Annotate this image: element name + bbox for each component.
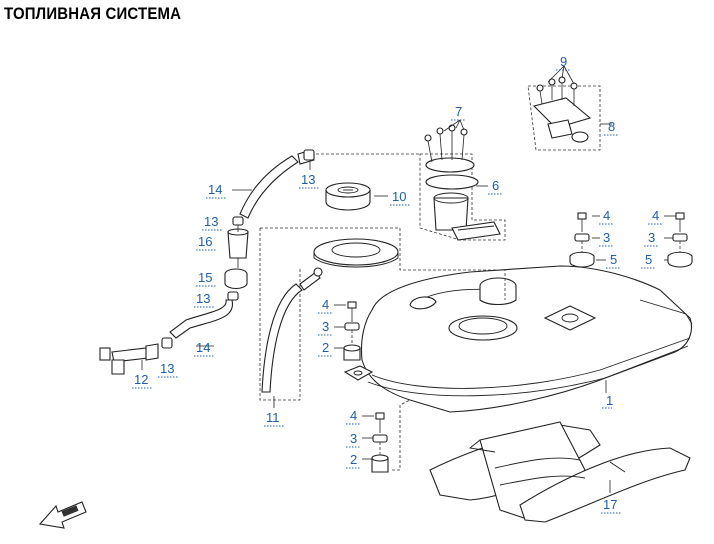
callout-3: 3 [322, 319, 329, 334]
filler-neck-ring[interactable] [313, 238, 399, 268]
callout-14: 14 [208, 182, 222, 197]
callout-9: 9 [560, 54, 567, 69]
mount-set-right-b[interactable] [667, 212, 693, 268]
callout-13: 13 [196, 291, 210, 306]
callout-12: 12 [134, 372, 148, 387]
callout-16: 16 [198, 234, 212, 249]
mount-set-left-upper[interactable] [343, 301, 361, 361]
callout-2: 2 [350, 452, 357, 467]
callout-labels: 1 2 2 3 3 3 3 4 4 4 4 5 5 6 7 8 9 10 [132, 54, 662, 514]
fuel-pump-assembly[interactable] [419, 153, 506, 241]
callout-5: 5 [610, 252, 617, 267]
pump-bolts[interactable] [424, 124, 468, 163]
callout-7: 7 [455, 104, 462, 119]
skid-plate[interactable] [429, 421, 691, 523]
callout-13: 13 [301, 172, 315, 187]
sensor-screws[interactable] [536, 76, 578, 106]
hose-clip-filter-top[interactable] [232, 216, 244, 226]
mount-set-right-a[interactable] [569, 212, 595, 268]
callout-2: 2 [322, 340, 329, 355]
hose-clip-bottom[interactable] [161, 337, 173, 349]
vent-hose[interactable] [261, 267, 323, 393]
fuel-hose-lower[interactable] [169, 299, 234, 339]
callout-1: 1 [606, 393, 613, 408]
fuel-level-sensor[interactable] [527, 85, 601, 151]
callout-10: 10 [392, 189, 406, 204]
callout-13: 13 [204, 214, 218, 229]
fuel-fitting[interactable] [99, 343, 159, 375]
fuel-tank-cap[interactable] [325, 182, 371, 211]
callout-4: 4 [603, 208, 610, 223]
fuel-tank[interactable] [343, 265, 693, 413]
page-title: ТОПЛИВНАЯ СИСТЕМА [4, 4, 182, 23]
callout-4: 4 [652, 208, 659, 223]
callout-3: 3 [603, 230, 610, 245]
callout-5: 5 [645, 252, 652, 267]
callout-13: 13 [160, 361, 174, 376]
callout-6: 6 [492, 178, 499, 193]
hose-clip-top[interactable] [303, 149, 315, 161]
callout-15: 15 [198, 270, 212, 285]
mount-set-left-lower[interactable] [371, 399, 411, 473]
callout-17: 17 [603, 497, 617, 512]
callout-4: 4 [350, 408, 357, 423]
callout-11: 11 [266, 410, 280, 425]
callout-3: 3 [648, 230, 655, 245]
callout-4: 4 [322, 297, 329, 312]
vent-hose-group-box [259, 227, 506, 401]
callout-3: 3 [350, 431, 357, 446]
callout-8: 8 [608, 119, 615, 134]
front-direction-arrow-icon [38, 501, 87, 529]
filter-grommet[interactable] [224, 268, 248, 290]
callout-14: 14 [196, 340, 210, 355]
hose-clip-mid[interactable] [227, 291, 239, 301]
fuel-filter[interactable] [227, 225, 249, 268]
